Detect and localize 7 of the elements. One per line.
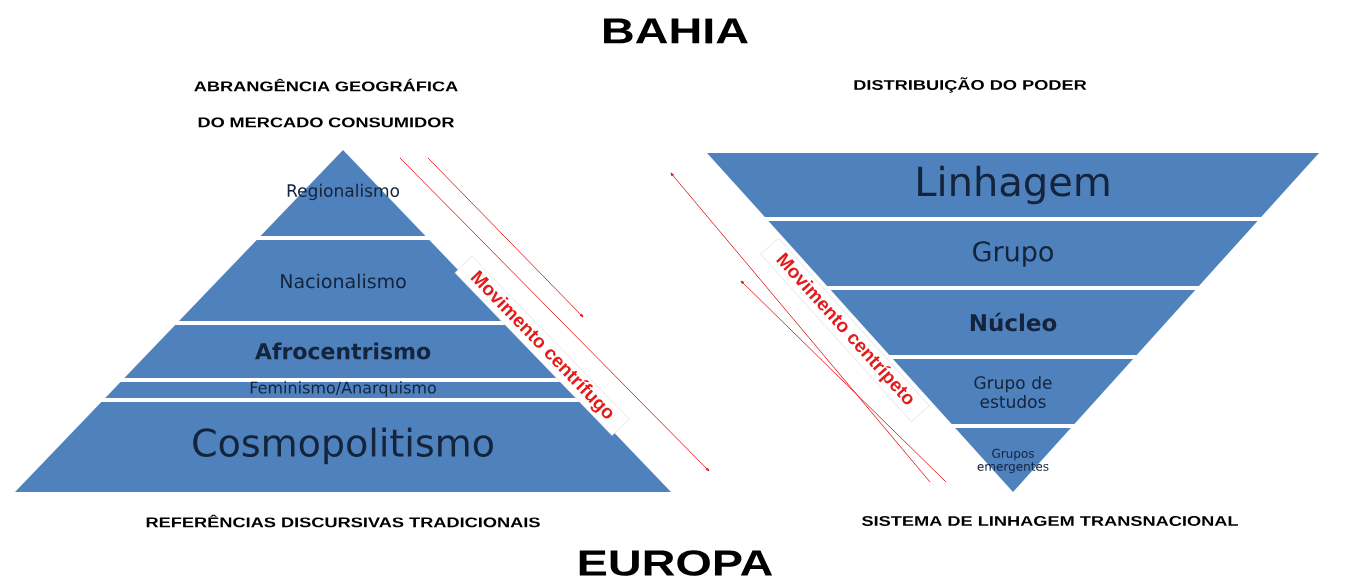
heading: SISTEMA DE LINHAGEM TRANSNACIONAL: [861, 516, 1238, 526]
heading: DISTRIBUIÇÃO DO PODER: [854, 77, 1087, 93]
heading: REFERÊNCIAS DISCURSIVAS TRADICIONAIS: [146, 514, 540, 528]
heading: ABRANGÊNCIA GEOGRÁFICA DO MERCADO CONSUMIDOR: [194, 78, 458, 128]
pyramid-layer: Linhagem: [707, 153, 1319, 217]
heading: BAHIA: [604, 18, 748, 44]
heading: EUROPA: [579, 550, 773, 576]
